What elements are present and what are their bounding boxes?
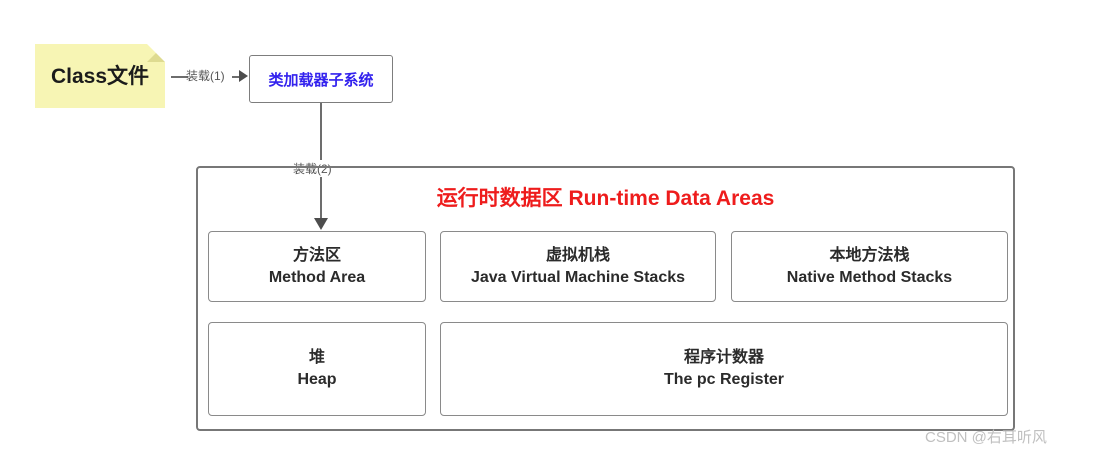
watermark: CSDN @右耳听风 [925, 429, 1047, 446]
note-fold-icon [147, 44, 165, 62]
native-method-stacks-label-cn: 本地方法栈 [829, 246, 910, 264]
load1-arrow-line-left [171, 76, 188, 78]
class-loader-subsystem-label: 类加载器子系统 [268, 71, 374, 89]
method-area-box: 方法区 Method Area [208, 231, 426, 302]
pc-register-label-en: The pc Register [663, 371, 785, 388]
jvm-stacks-label-cn: 虚拟机栈 [545, 246, 610, 264]
class-file-note: Class文件 [35, 44, 165, 108]
class-loader-subsystem-box: 类加载器子系统 [249, 55, 393, 103]
jvm-stacks-box: 虚拟机栈 Java Virtual Machine Stacks [440, 231, 716, 302]
method-area-label-cn: 方法区 [292, 246, 341, 264]
heap-label-en: Heap [297, 371, 337, 388]
jvm-stacks-label-en: Java Virtual Machine Stacks [470, 268, 686, 286]
native-method-stacks-label-en: Native Method Stacks [786, 268, 953, 286]
method-area-label-en: Method Area [268, 268, 366, 286]
load1-arrowhead-icon [239, 70, 248, 82]
load2-arrow-label: 装载(2) [291, 160, 334, 177]
load1-arrow-label: 装载(1) [186, 69, 225, 83]
load2-arrowhead-icon [314, 218, 328, 230]
heap-label-cn: 堆 [308, 349, 325, 367]
runtime-data-areas-container: 运行时数据区 Run-time Data Areas [196, 166, 1015, 431]
runtime-data-areas-title: 运行时数据区 Run-time Data Areas [436, 187, 775, 210]
heap-box: 堆 Heap [208, 322, 426, 416]
pc-register-label-cn: 程序计数器 [683, 349, 764, 367]
native-method-stacks-box: 本地方法栈 Native Method Stacks [731, 231, 1008, 302]
class-file-label: Class文件 [50, 65, 150, 88]
pc-register-box: 程序计数器 The pc Register [440, 322, 1008, 416]
load1-arrow-line-right [232, 76, 240, 78]
